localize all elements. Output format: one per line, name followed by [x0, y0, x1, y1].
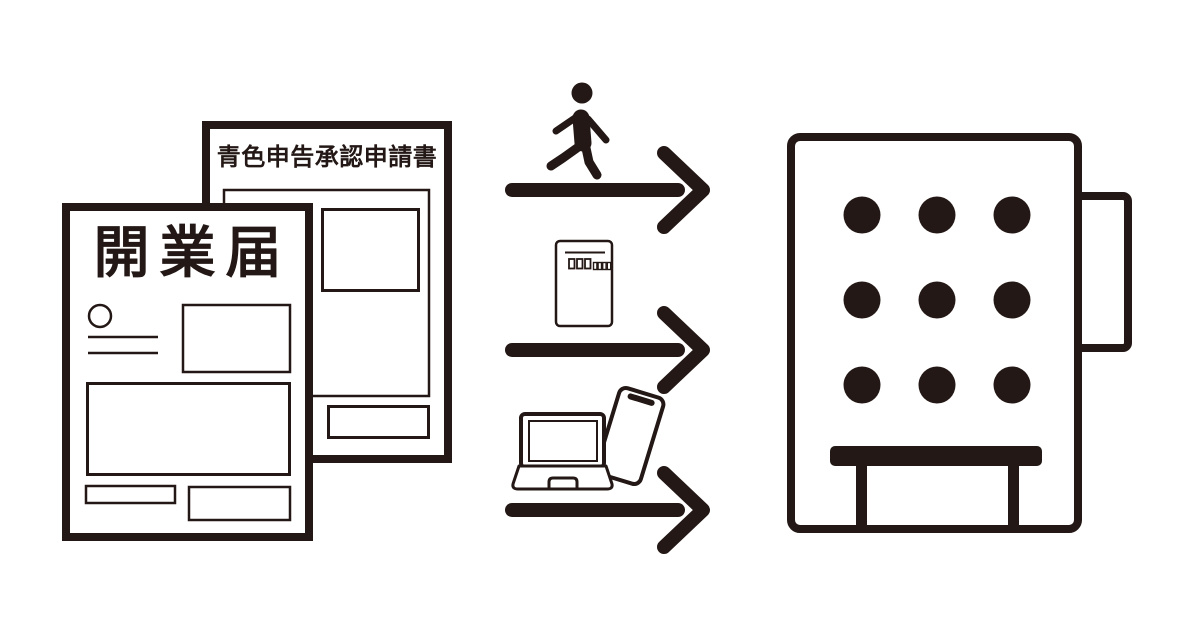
walking-person-icon [546, 82, 610, 180]
office-building-icon [787, 133, 1132, 533]
entrance-post [1008, 464, 1019, 529]
laptop-notch [547, 476, 579, 488]
stamp-circle [87, 303, 113, 329]
phone-notch [627, 393, 655, 406]
postal-code-box [576, 258, 584, 270]
entrance-post [856, 464, 867, 529]
back-document-field-box [321, 208, 420, 292]
laptop-icon [511, 412, 614, 491]
envelope-icon [554, 239, 614, 328]
building-body [787, 133, 1082, 533]
postal-code-box [592, 261, 598, 271]
back-document-title: 青色申告承認申請書 [216, 143, 438, 171]
arrow-top [505, 146, 710, 234]
postal-code-box [602, 261, 607, 271]
front-document-small-box [84, 484, 177, 505]
business-opening-notification-document [62, 203, 313, 541]
front-document-large-box [86, 382, 291, 476]
building-entrance [830, 446, 1042, 529]
front-document-field-box [181, 303, 292, 374]
arrow-bottom [505, 466, 710, 554]
arrow-middle [505, 306, 710, 394]
building-windows [843, 196, 1031, 404]
entrance-canopy [830, 446, 1042, 466]
front-document-title: 開業届 [93, 221, 292, 286]
front-document-footer-box [187, 485, 292, 522]
building-annex [1070, 192, 1132, 352]
back-document-footer-box [327, 405, 430, 439]
postal-code-box [568, 258, 576, 270]
postal-code-box [584, 258, 592, 270]
postal-code-box [606, 261, 612, 271]
smartphone-icon [594, 385, 666, 487]
laptop-screen [528, 420, 598, 462]
postal-code-box [597, 261, 603, 271]
